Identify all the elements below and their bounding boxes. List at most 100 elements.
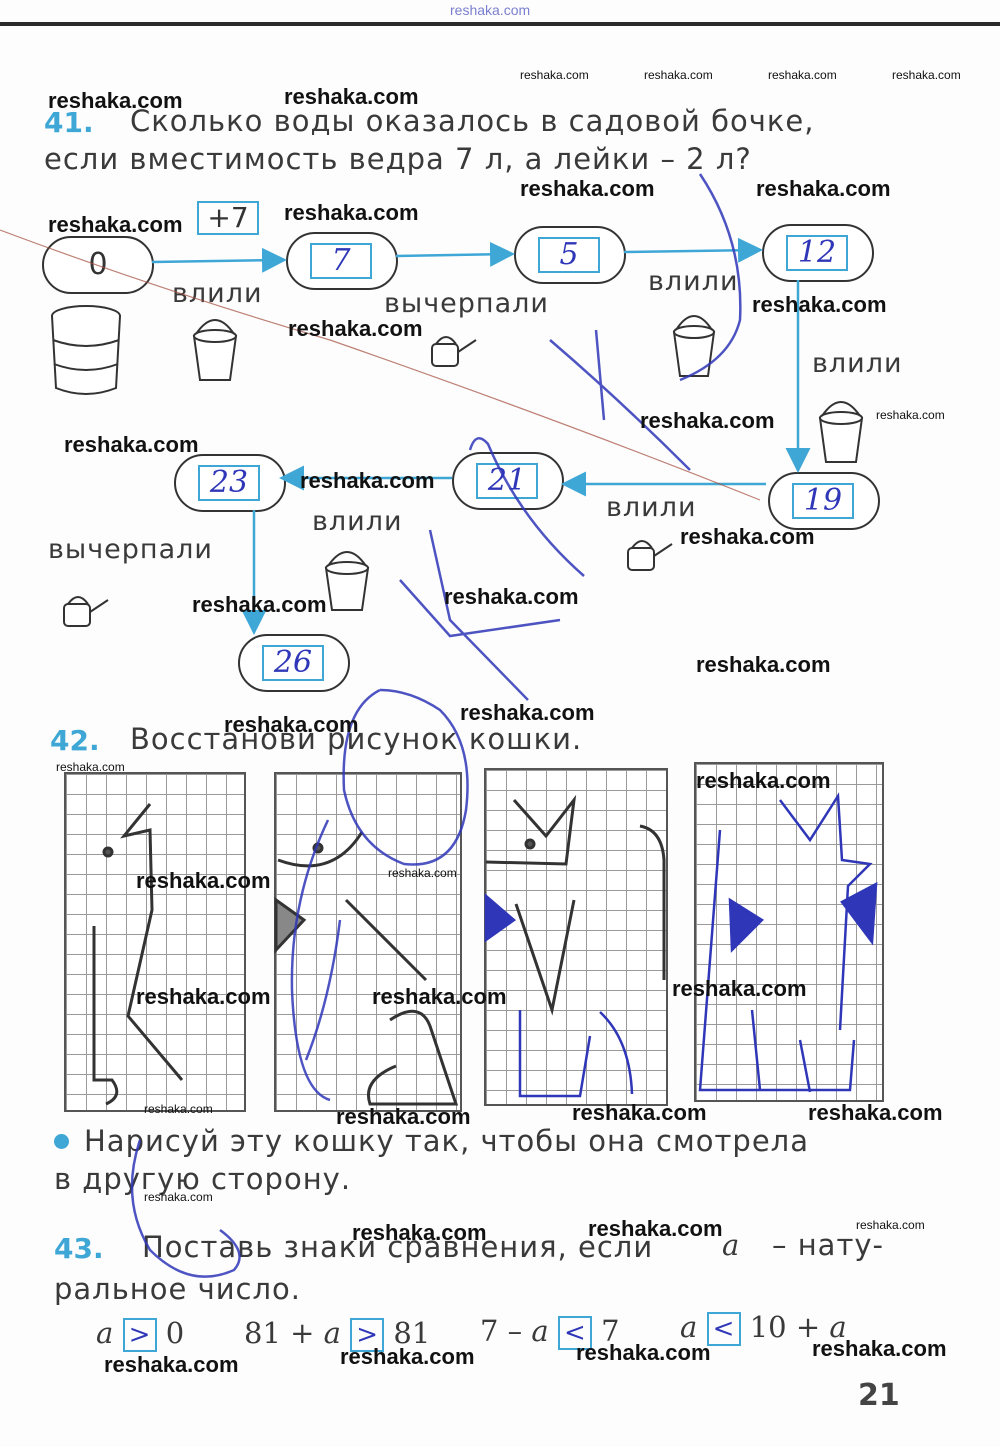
comparison-2-sign[interactable]: >	[350, 1318, 385, 1352]
step-oval-3: 12	[762, 224, 874, 282]
watermark: reshaka.com	[136, 868, 271, 893]
answer-box-3[interactable]: 12	[786, 235, 848, 271]
task-43-number: 43.	[54, 1232, 104, 1265]
step-oval-2: 5	[514, 226, 626, 284]
bucket-icon	[818, 401, 864, 463]
plus-seven-box: +7	[197, 201, 259, 235]
watermark: reshaka.com	[56, 760, 125, 774]
answer-box-6[interactable]: 23	[198, 465, 260, 501]
task-42-bullet-line1: Нарисуй эту кошку так, чтобы она смотрел…	[84, 1124, 809, 1158]
watermark: reshaka.com	[588, 1216, 723, 1241]
watermark: reshaka.com	[768, 68, 837, 82]
page-number: 21	[858, 1378, 900, 1413]
watermark: reshaka.com	[48, 212, 183, 237]
answer-box-2[interactable]: 5	[538, 237, 600, 273]
watermark: reshaka.com	[284, 84, 419, 109]
task-41-line1: Сколько воды оказалось в садовой бочке,	[130, 104, 815, 138]
watermark: reshaka.com	[372, 984, 507, 1009]
top-rule	[0, 22, 1000, 26]
watermark: reshaka.com	[856, 1218, 925, 1232]
comparison-4: a < 10 + a	[680, 1310, 847, 1346]
watermark: reshaka.com	[520, 176, 655, 201]
watermark: reshaka.com	[224, 712, 359, 737]
watermark: reshaka.com	[336, 1104, 471, 1129]
answer-box-7[interactable]: 26	[262, 645, 324, 681]
cat-drawing-1	[92, 803, 184, 1106]
cat-grid-2	[274, 772, 462, 1112]
stray-pencil-line	[0, 229, 761, 501]
cat-drawing-3	[485, 794, 666, 1016]
label-vycherpali-1: вычерпали	[384, 288, 549, 319]
barrel-icon	[51, 305, 121, 395]
step-oval-6: 23	[174, 454, 286, 512]
label-vlili-5: влили	[312, 506, 403, 537]
comparison-3-left: 7 –	[480, 1314, 523, 1348]
watermark: reshaka.com	[892, 68, 961, 82]
watermark: reshaka.com	[640, 408, 775, 433]
label-vycherpali-2: вычерпали	[48, 534, 213, 565]
watermark: reshaka.com	[48, 88, 183, 113]
comparison-4-sign[interactable]: <	[706, 1312, 741, 1346]
watermark: reshaka.com	[144, 1190, 213, 1204]
task-42-bullet-line2: в другую сторону.	[54, 1162, 352, 1196]
task-43-var: a	[722, 1228, 741, 1262]
comparison-3-sign[interactable]: <	[557, 1316, 592, 1350]
watermark: reshaka.com	[64, 432, 199, 457]
watermark: reshaka.com	[572, 1100, 707, 1125]
watermark: reshaka.com	[812, 1336, 947, 1361]
bullet-dot	[54, 1134, 69, 1149]
watermark: reshaka.com	[284, 200, 419, 225]
task-41-line2: если вместимость ведра 7 л, а лейки – 2 …	[44, 142, 752, 176]
cat-drawing-2	[274, 831, 459, 1106]
watermark: reshaka.com	[136, 984, 271, 1009]
watermark: reshaka.com	[104, 1352, 239, 1377]
start-value: 0	[88, 247, 108, 282]
cat-grid-1	[64, 772, 246, 1112]
comparison-2-right: 81	[393, 1316, 431, 1350]
cat-drawing-3-ink	[484, 893, 634, 1098]
comparison-3: 7 – a < 7	[480, 1314, 620, 1350]
task-42-title: Восстанови рисунок кошки.	[130, 722, 583, 756]
comparison-4-right-var: a	[829, 1310, 847, 1344]
watermark: reshaka.com	[644, 68, 713, 82]
watermark: reshaka.com	[444, 584, 579, 609]
comparison-1-var: a	[96, 1316, 114, 1350]
task-42-number: 42.	[50, 724, 100, 757]
comparison-1-right: 0	[165, 1316, 185, 1350]
bucket-icon	[192, 319, 238, 381]
comparison-3-var: a	[531, 1314, 549, 1348]
watermark: reshaka.com	[460, 700, 595, 725]
cat-drawing-4-ink	[698, 792, 878, 1093]
watermark: reshaka.com	[288, 316, 423, 341]
watermark: reshaka.com	[756, 176, 891, 201]
bucket-icon	[324, 551, 370, 611]
watermark: reshaka.com	[192, 592, 327, 617]
watering-can-icon	[627, 540, 673, 571]
task-43-line2: ральное число.	[54, 1272, 301, 1306]
watermark: reshaka.com	[672, 976, 807, 1001]
watermark: reshaka.com	[680, 524, 815, 549]
label-vlili-1: влили	[172, 278, 263, 309]
watermark: reshaka.com	[752, 292, 887, 317]
comparison-4-var: a	[680, 1310, 698, 1344]
step-oval-7: 26	[238, 634, 350, 692]
arrow-1	[151, 247, 287, 273]
bucket-icon	[672, 315, 716, 377]
comparison-2: 81 + a > 81	[244, 1316, 430, 1352]
watermark: reshaka.com	[388, 866, 457, 880]
step-oval-4: 19	[768, 472, 880, 530]
watermark: reshaka.com	[144, 1102, 213, 1116]
pen-scribbles	[130, 173, 742, 1278]
watermark: reshaka.com	[300, 468, 435, 493]
watering-can-icon	[63, 596, 109, 627]
cat-grid-4	[694, 762, 884, 1102]
comparison-3-right: 7	[601, 1314, 620, 1348]
comparison-1-sign[interactable]: >	[122, 1318, 157, 1352]
comparison-1: a > 0	[96, 1316, 184, 1352]
comparison-4-right: 10 +	[749, 1310, 821, 1344]
answer-box-4[interactable]: 19	[792, 483, 854, 519]
comparison-2-left: 81 +	[244, 1316, 315, 1350]
answer-box-1[interactable]: 7	[310, 243, 372, 279]
